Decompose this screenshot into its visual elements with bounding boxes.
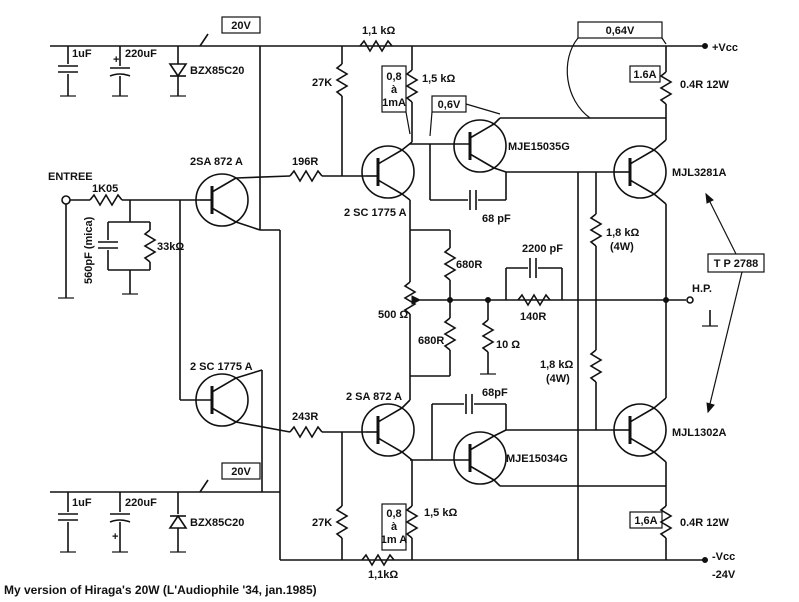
- bias-voltage-box: 0,64V: [566, 21, 667, 119]
- svg-text:196R: 196R: [292, 156, 318, 168]
- svg-text:2SA 872 A: 2SA 872 A: [190, 156, 243, 168]
- bottom-rail: [50, 479, 708, 563]
- svg-text:1uF: 1uF: [72, 497, 92, 509]
- svg-text:220uF: 220uF: [125, 497, 157, 509]
- q-driver-top: MJE15035G: [410, 119, 570, 173]
- svg-text:33kΩ: 33kΩ: [157, 241, 184, 253]
- svg-text:BZX85C20: BZX85C20: [190, 517, 244, 529]
- svg-text:1,1kΩ: 1,1kΩ: [368, 569, 398, 581]
- bias-network: 680R 680R 500 Ω 10 Ω 2200 pF 140R: [378, 229, 666, 377]
- svg-text:560pF (mica): 560pF (mica): [83, 216, 95, 284]
- r-1k8-bot: 1,8 kΩ (4W): [540, 300, 603, 430]
- input-section: ENTREE 1K05 33kΩ 560pF (mica): [48, 171, 200, 299]
- svg-text:1K05: 1K05: [92, 183, 118, 195]
- svg-text:1,5 kΩ: 1,5 kΩ: [422, 73, 455, 85]
- svg-text:0,8: 0,8: [386, 508, 401, 520]
- svg-text:H.P.: H.P.: [692, 283, 712, 295]
- svg-text:0,6V: 0,6V: [438, 99, 461, 111]
- tp-box: T P 2788: [705, 192, 765, 414]
- svg-text:2 SC 1775 A: 2 SC 1775 A: [344, 207, 407, 219]
- q-out-bottom: MJL1302A: [613, 403, 726, 457]
- svg-text:500 Ω: 500 Ω: [378, 309, 408, 321]
- top-decoupling: 1uF + 220uF BZX85C20: [58, 46, 244, 97]
- svg-text:10 Ω: 10 Ω: [496, 339, 520, 351]
- vcc-pos-label: +Vcc: [712, 42, 738, 54]
- svg-text:2 SA 872 A: 2 SA 872 A: [346, 391, 402, 403]
- svg-text:0.4R 12W: 0.4R 12W: [680, 517, 730, 529]
- r-bot-1k5: 1,5 kΩ 0,8 à 1m A: [381, 451, 457, 560]
- top-voltage-label: 20V: [231, 20, 251, 32]
- svg-text:1.6A: 1.6A: [633, 69, 656, 81]
- svg-text:680R: 680R: [418, 335, 444, 347]
- r-bot-27k: 27K: [312, 432, 349, 560]
- r-top-27k: 27K: [312, 46, 349, 176]
- top-voltage-box: 20V: [221, 16, 261, 34]
- r-top-1k5: 1,5 kΩ 0,8 à 1mA: [381, 46, 455, 151]
- r-emit-top: 0.4R 12W 1.6A: [629, 65, 730, 105]
- svg-text:1,6A: 1,6A: [634, 515, 657, 527]
- q-out-top: MJL3281A: [613, 145, 726, 199]
- svg-text:0.4R 12W: 0.4R 12W: [680, 79, 730, 91]
- diagram-caption: My version of Hiraga's 20W (L'Audiophile…: [4, 583, 317, 597]
- svg-text:0,64V: 0,64V: [606, 25, 635, 37]
- svg-text:680R: 680R: [456, 259, 482, 271]
- top-rail: [50, 33, 708, 49]
- input-label: ENTREE: [48, 171, 93, 183]
- svg-text:+: +: [112, 531, 118, 543]
- r-bot-1k1: 1,1kΩ: [361, 553, 398, 581]
- svg-text:27K: 27K: [312, 77, 332, 89]
- svg-text:1,8 kΩ: 1,8 kΩ: [540, 359, 573, 371]
- svg-text:1m A: 1m A: [381, 534, 408, 546]
- svg-text:0,8: 0,8: [386, 71, 401, 83]
- svg-text:+: +: [113, 54, 119, 66]
- q-input-top: 2SA 872 A: [190, 156, 249, 227]
- c-68-bot-label: 68pF: [482, 387, 508, 399]
- bottom-voltage-box: 20V: [221, 462, 261, 480]
- svg-text:MJL3281A: MJL3281A: [672, 167, 726, 179]
- svg-text:140R: 140R: [520, 311, 546, 323]
- svg-text:T P 2788: T P 2788: [714, 258, 758, 270]
- svg-text:1,1 kΩ: 1,1 kΩ: [362, 25, 395, 37]
- r-1k8-top: 1,8 kΩ (4W): [589, 172, 639, 300]
- bottom-decoupling: 1uF + 220uF BZX85C20: [58, 492, 244, 553]
- vcc-neg-value: -24V: [712, 569, 736, 581]
- svg-text:1,5 kΩ: 1,5 kΩ: [424, 507, 457, 519]
- svg-text:MJE15034G: MJE15034G: [506, 453, 568, 465]
- svg-text:243R: 243R: [292, 411, 318, 423]
- r-emit-bot: 0.4R 12W 1,6A: [629, 505, 730, 539]
- svg-text:MJL1302A: MJL1302A: [672, 427, 726, 439]
- vcc-neg-label: -Vcc: [712, 551, 735, 563]
- svg-text:MJE15035G: MJE15035G: [508, 141, 570, 153]
- svg-text:1,8 kΩ: 1,8 kΩ: [606, 227, 639, 239]
- q-driver-bottom: MJE15034G: [410, 431, 568, 485]
- output-hp: H.P.: [663, 283, 718, 327]
- q-input-bottom: 2 SC 1775 A: [180, 361, 253, 427]
- svg-text:à: à: [391, 84, 398, 96]
- q-vas-top: 2 SC 1775 A: [344, 145, 415, 219]
- r-top-1k1: 1,1 kΩ: [359, 25, 395, 53]
- box-06v: 0,6V: [429, 95, 501, 137]
- q-vas-bottom: 2 SA 872 A: [346, 391, 415, 457]
- r-243: 243R: [289, 411, 366, 439]
- z-top-label: BZX85C20: [190, 65, 244, 77]
- svg-text:2 SC 1775 A: 2 SC 1775 A: [190, 361, 253, 373]
- svg-text:1mA: 1mA: [382, 97, 406, 109]
- r-196: 196R: [289, 156, 366, 183]
- svg-text:(4W): (4W): [546, 373, 570, 385]
- svg-text:à: à: [391, 521, 398, 533]
- c-68-top-label: 68 pF: [482, 213, 511, 225]
- svg-text:27K: 27K: [312, 517, 332, 529]
- bottom-voltage-label: 20V: [231, 466, 251, 478]
- c-top-2-label: 220uF: [125, 48, 157, 60]
- svg-text:(4W): (4W): [610, 241, 634, 253]
- c-top-1-label: 1uF: [72, 48, 92, 60]
- svg-text:2200 pF: 2200 pF: [522, 243, 563, 255]
